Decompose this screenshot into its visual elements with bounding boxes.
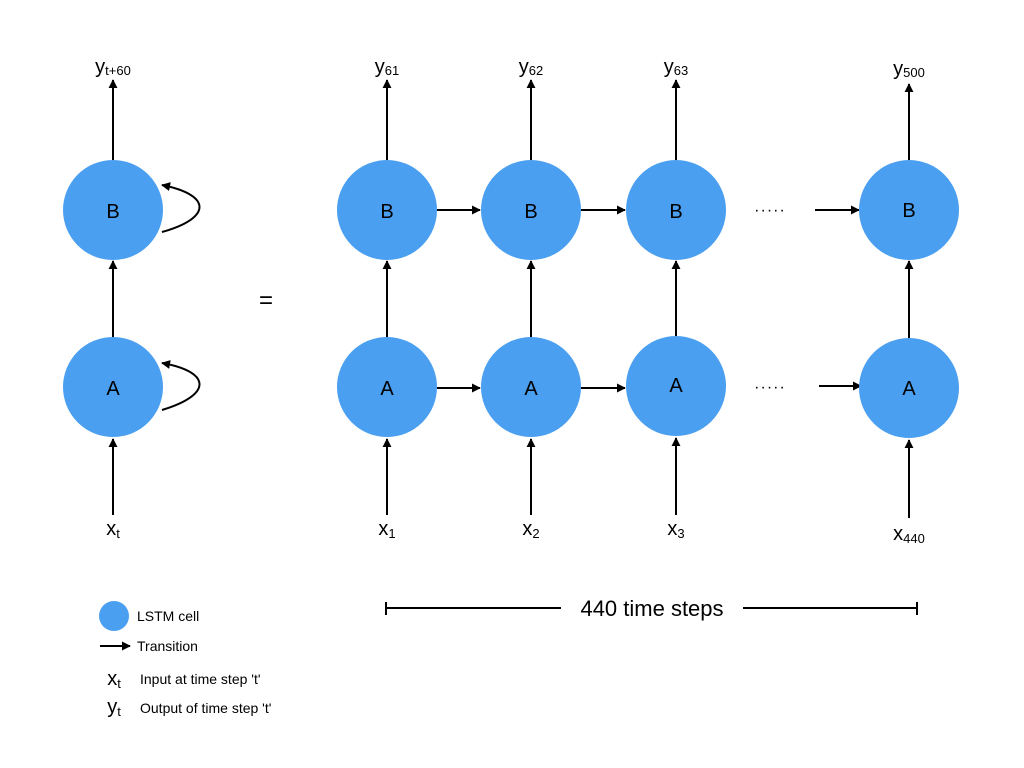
column-1-input-label: x1 <box>378 518 395 541</box>
legend-output-symbol: yt <box>107 696 121 719</box>
legend-output-label: Output of time step 't' <box>140 700 271 716</box>
equals-sign: = <box>259 287 273 314</box>
ellipsis-bottom: ····· <box>754 379 786 396</box>
column-2-cell-b-label: B <box>524 201 537 223</box>
column-3: y63 B A x3 <box>626 56 726 541</box>
column-last-output-label: y500 <box>893 58 925 80</box>
folded-cell-a <box>63 337 163 437</box>
column-last-cell-b-label: B <box>902 200 915 222</box>
column-2: y62 B A x2 <box>481 56 581 541</box>
column-2-input-label: x2 <box>522 518 539 541</box>
column-2-cell-a-label: A <box>524 378 538 400</box>
column-3-cell-b-label: B <box>669 201 682 223</box>
folded-cell-b <box>63 160 163 260</box>
folded-a-self-loop-arrow <box>161 360 201 411</box>
column-last: y500 B A x440 <box>859 58 959 546</box>
time-span-label: 440 time steps <box>580 596 723 621</box>
legend-input-label: Input at time step 't' <box>140 671 261 687</box>
column-2-cell-a <box>481 337 581 437</box>
column-last-cell-b <box>859 160 959 260</box>
column-last-cell-a-label: A <box>902 378 916 400</box>
column-3-cell-b <box>626 160 726 260</box>
folded-input-label: xt <box>106 518 120 541</box>
column-3-cell-a-label: A <box>669 375 683 397</box>
column-1-cell-a-label: A <box>380 378 394 400</box>
folded-b-self-loop-arrow <box>161 182 201 233</box>
folded-output-label: yt+60 <box>95 56 131 78</box>
time-span: 440 time steps <box>385 596 918 621</box>
unrolled-network: y61 B A x1 y62 B A x2 y63 <box>337 56 959 546</box>
ellipsis-top: ····· <box>754 202 786 219</box>
folded-network: yt+60 B A xt <box>63 56 201 541</box>
column-2-output-label: y62 <box>519 56 543 78</box>
legend-cell-swatch <box>99 601 129 631</box>
legend-lstm-cell-label: LSTM cell <box>137 608 199 624</box>
legend-transition-label: Transition <box>137 638 198 654</box>
folded-cell-a-label: A <box>106 378 120 400</box>
column-2-cell-b <box>481 160 581 260</box>
column-last-input-label: x440 <box>893 523 925 546</box>
column-1-cell-b-label: B <box>380 201 393 223</box>
legend-input-symbol: xt <box>107 668 121 691</box>
column-3-cell-a <box>626 336 726 436</box>
column-1: y61 B A x1 <box>337 56 437 541</box>
column-1-cell-a <box>337 337 437 437</box>
column-3-output-label: y63 <box>664 56 688 78</box>
column-1-cell-b <box>337 160 437 260</box>
column-3-input-label: x3 <box>667 518 684 541</box>
legend: LSTM cell Transition xt Input at time st… <box>99 601 271 719</box>
folded-cell-b-label: B <box>106 201 119 223</box>
column-1-output-label: y61 <box>375 56 399 78</box>
column-last-cell-a <box>859 338 959 438</box>
